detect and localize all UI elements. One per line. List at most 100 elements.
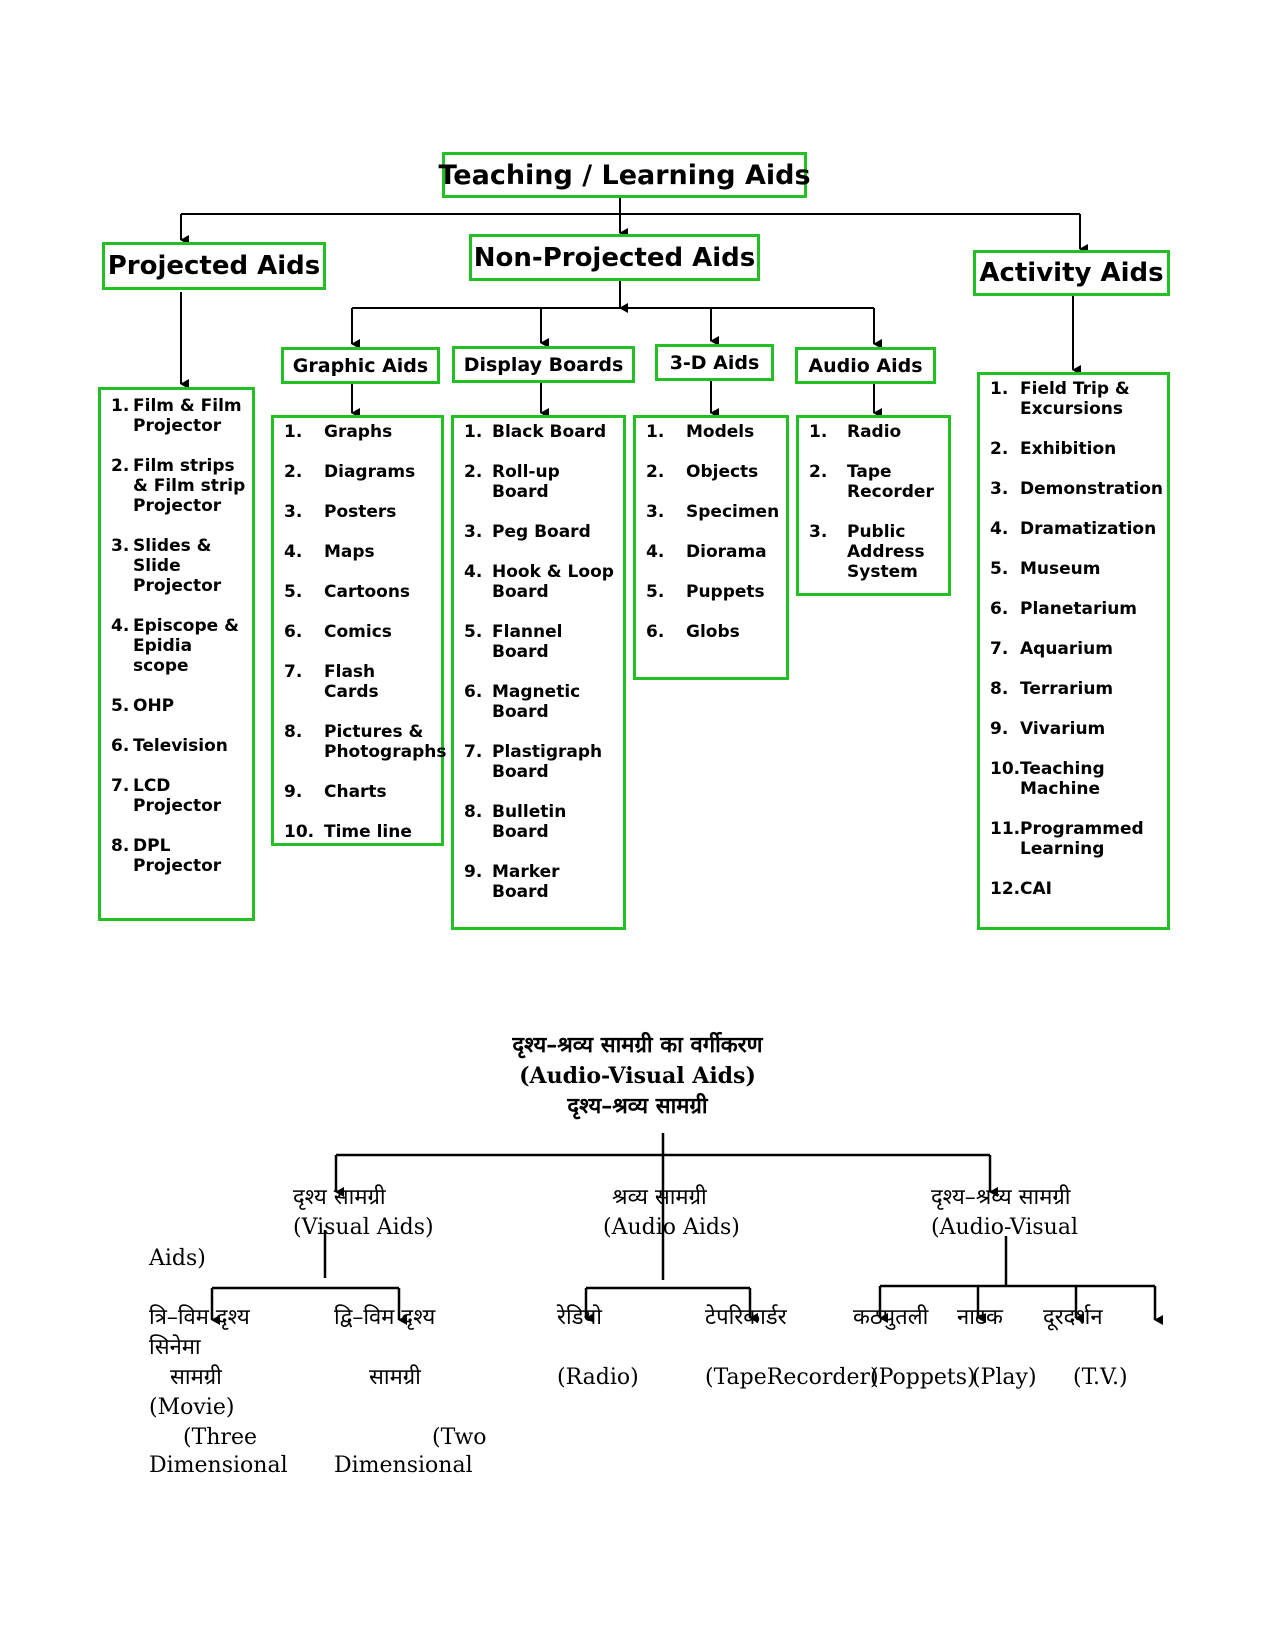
list-item-number: 6. [464,682,483,702]
three-dim-english: (Three [183,1425,257,1450]
list-item: 4.Episcope & Epidia scope [111,616,246,676]
list-item-number: 4. [990,519,1009,539]
list-item: 7.Plastigraph Board [464,742,617,782]
list-item-number: 3. [284,502,303,522]
list-item-number: 7. [990,639,1009,659]
list-item: 6.Planetarium [990,599,1161,619]
list-item: 12.CAI [990,879,1161,899]
list-item-number: 1. [990,379,1009,399]
list-item: 4.Hook & Loop Board [464,562,617,602]
list-item-text: Posters [324,502,397,522]
list-item-text: Models [686,422,755,442]
list-item-number: 1. [809,422,828,442]
audio-visual-english: (Audio-Visual [931,1215,1078,1240]
list-item: 2. Exhibition [990,439,1161,459]
list-item-text: Tape Recorder [847,462,934,502]
list-item-number: 4. [646,542,665,562]
list-item-number: 8. [284,722,303,742]
list-item-number: 9. [990,719,1009,739]
list-item: 2.Roll-up Board [464,462,617,502]
projected-list-items: 1.Film & Film Projector 2.Film strips & F… [111,396,246,876]
audio-english: (Audio Aids) [603,1215,740,1240]
list-item-number: 6. [284,622,303,642]
list-item-number: 3. [111,536,130,556]
list-item: 1.Black Board [464,422,617,442]
list-item-text: Plastigraph Board [492,742,603,782]
list-item-text: Pictures & Photographs [324,722,447,762]
play-english: (Play) [972,1365,1037,1390]
list-item-text: Dramatization [1020,519,1157,539]
list-item: 2.Tape Recorder [809,462,942,502]
audio-aids-box: Audio Aids [795,347,936,384]
list-item: 6. Magnetic Board [464,682,617,722]
list-item-text: Magnetic Board [492,682,581,722]
list-item-text: Television [133,736,228,756]
three-d-aids-box: 3-D Aids [655,344,774,381]
list-item-text: Bulletin Board [492,802,567,842]
list-item-text: Hook & Loop Board [492,562,614,602]
list-item-number: 12. [990,879,1021,899]
list-item-text: Flash Cards [324,662,379,702]
list-item-text: Puppets [686,582,765,602]
list-item-text: Objects [686,462,759,482]
list-item-number: 9. [464,862,483,882]
tv-hindi: दूरदर्शन [1043,1305,1103,1330]
two-dim-english: (Two [432,1425,487,1450]
projected-aids-list: 1.Film & Film Projector 2.Film strips & F… [98,387,255,921]
list-item-text: Roll-up Board [492,462,560,502]
list-item-text: Black Board [492,422,607,442]
graphic-aids-label: Graphic Aids [292,354,429,377]
list-item: 3.Slides & Slide Projector [111,536,246,596]
list-item: 8.DPL Projector [111,836,246,876]
tape-hindi: टेपरिकार्डर [705,1305,787,1330]
list-item: 1.Radio [809,422,942,442]
list-item-number: 10. [990,759,1021,779]
puppet-hindi: कठपुतली [853,1305,929,1330]
list-item-text: Vivarium [1020,719,1106,739]
display-boards-label: Display Boards [463,353,624,376]
three-dim-hindi: त्रि–विम दृश्य [149,1305,250,1330]
list-item-text: CAI [1020,879,1052,899]
list-item-number: 4. [284,542,303,562]
list-item-text: Exhibition [1020,439,1117,459]
list-item-number: 5. [111,696,130,716]
cinema-english: (Movie) [149,1395,235,1420]
three-dim-hindi2: सामग्री [170,1365,222,1390]
list-item: 3.Specimen [646,502,780,522]
audio-visual-english-cont: Aids) [149,1246,206,1271]
visual-english: (Visual Aids) [293,1215,434,1240]
list-item: 11.Programmed Learning [990,819,1161,859]
list-item: 10.Teaching Machine [990,759,1161,799]
audio-visual-hindi: दृश्य–श्रव्य सामग्री [931,1185,1071,1210]
list-item-text: Public Address System [847,522,925,582]
visual-hindi: दृश्य सामग्री [293,1185,386,1210]
list-item-text: Teaching Machine [1020,759,1105,799]
list-item: 5.Cartoons [284,582,435,602]
list-item-text: Specimen [686,502,780,522]
list-item: 1.Film & Film Projector [111,396,246,436]
play-hindi: नाटक [957,1305,1003,1330]
list-item-text: Programmed Learning [1020,819,1144,859]
display-boards-box: Display Boards [452,346,635,383]
list-item: 4. Dramatization [990,519,1161,539]
list-item: 2.Diagrams [284,462,435,482]
two-dim-hindi: द्वि–विम दृश्य [334,1305,436,1330]
list-item: 2.Film strips & Film strip Projector [111,456,246,516]
list-item: 10.Time line [284,822,435,842]
list-item-number: 4. [111,616,130,636]
list-item-text: Flannel Board [492,622,563,662]
list-item-number: 7. [284,662,303,682]
list-item-number: 7. [111,776,130,796]
cinema-hindi: सिनेमा [149,1335,201,1360]
list-item-number: 2. [990,439,1009,459]
activity-aids-box: Activity Aids [973,250,1170,296]
list-item-text: Globs [686,622,740,642]
list-item: 5.Museum [990,559,1161,579]
list-item: 1.Field Trip & Excursions [990,379,1161,419]
list-item-text: LCD Projector [133,776,222,816]
audio-hindi: श्रव्य सामग्री [612,1185,707,1210]
list-item-text: Film strips & Film strip Projector [133,456,246,516]
